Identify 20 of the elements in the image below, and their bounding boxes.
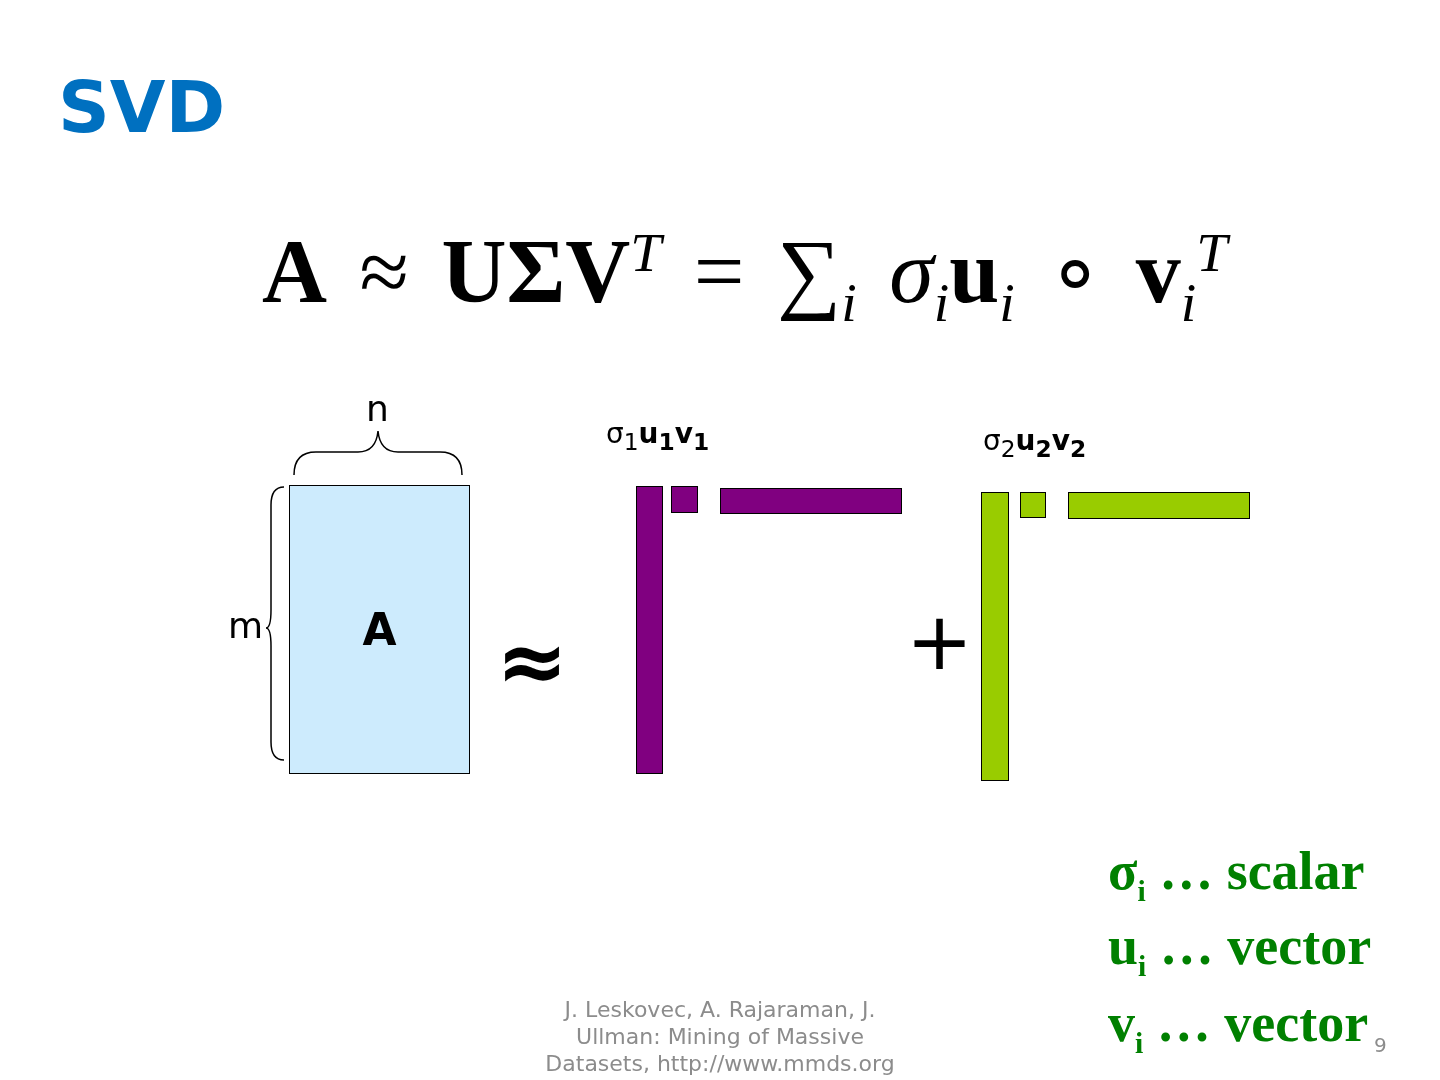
dimension-label: n [366, 388, 389, 430]
column-bar [981, 492, 1009, 781]
definition-line: v$_{i}$ … vector [1108, 992, 1369, 1060]
citation: J. Leskovec, A. Rajaraman, J. Ullman: Mining of Massive Datasets, http://www.mmds.org [544, 996, 896, 1077]
slide-title: SVD [58, 66, 226, 149]
dimension-label: m [228, 605, 264, 647]
column-bar [636, 486, 663, 774]
definition-line: σ$_{i}$ … scalar [1108, 840, 1365, 908]
term-label: σ$_{1}$u$_{1}$v$_{1}$ [606, 418, 710, 456]
plus-sign: + [906, 596, 974, 688]
row-bar [720, 488, 902, 514]
approx-symbol: ≈ [496, 612, 569, 711]
matrix-box [289, 485, 470, 774]
definition-line: u$_{i}$ … vector [1108, 915, 1372, 983]
page-number: 9 [1374, 1034, 1387, 1057]
term-label: σ$_{2}$u$_{2}$v$_{2}$ [983, 425, 1087, 463]
square-block [1020, 492, 1046, 518]
row-bar [1068, 492, 1250, 519]
matrix-name: A [362, 607, 397, 652]
square-block [671, 486, 698, 513]
